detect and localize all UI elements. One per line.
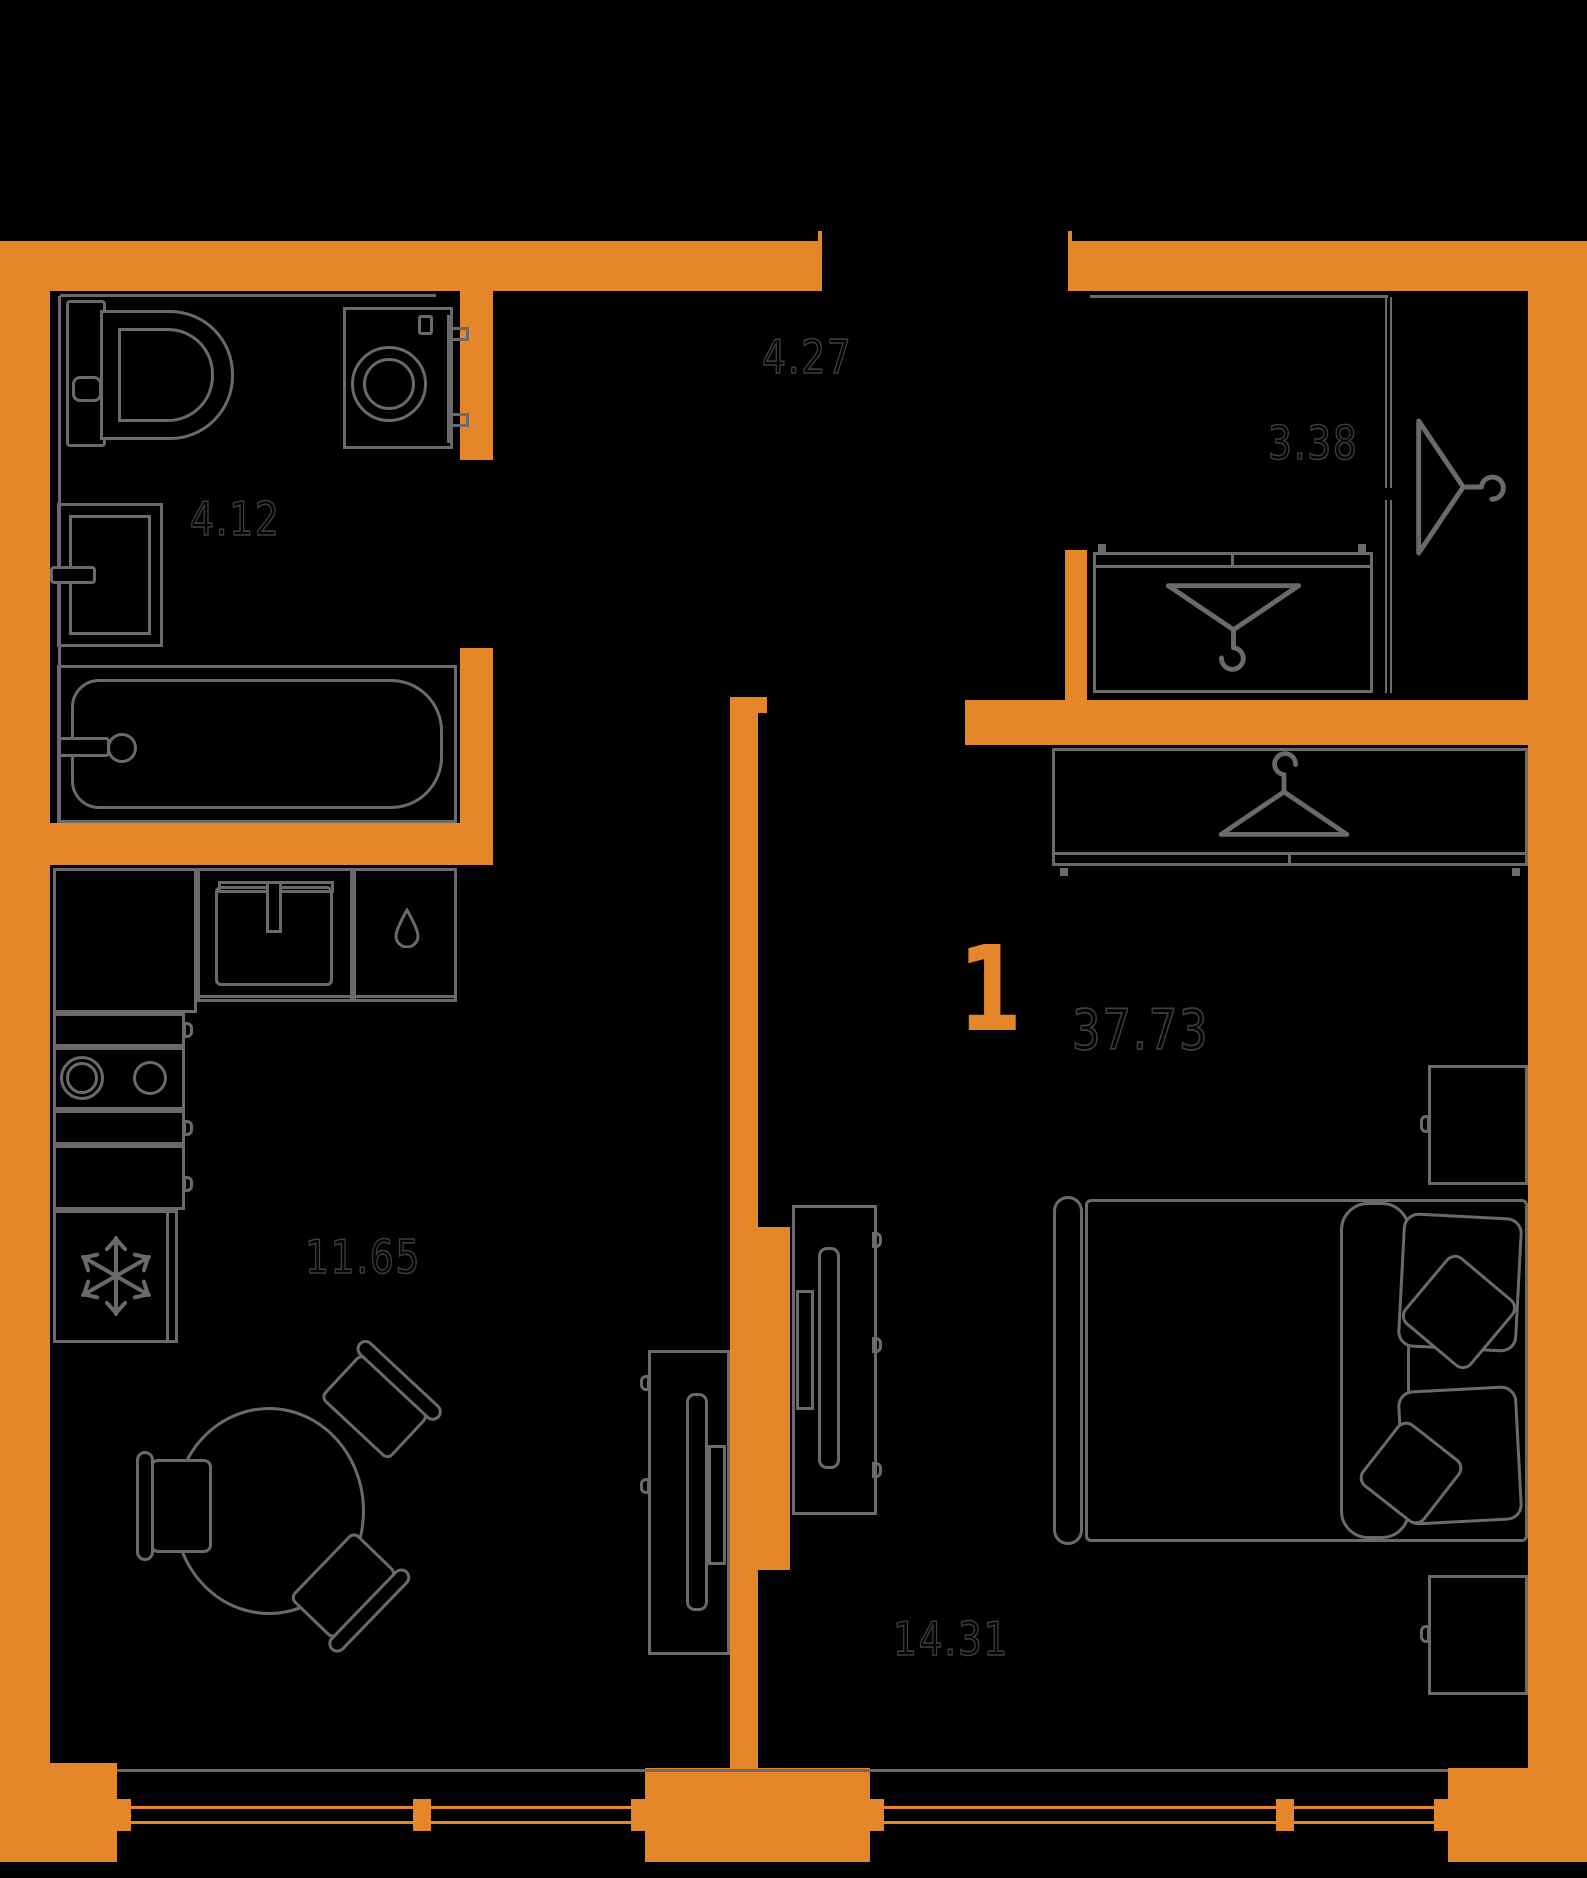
central-wall-top-cap	[730, 697, 767, 713]
nightstand-bottom-handle	[1420, 1625, 1430, 1643]
window-right-glass-line-outer	[870, 1806, 1448, 1809]
washing-machine-drum	[363, 358, 415, 410]
window-left-cap-a	[117, 1799, 131, 1831]
kitchen-tv-stand	[648, 1350, 730, 1655]
nightstand-top-handle	[1420, 1115, 1430, 1133]
cabinet-handle-1	[183, 1022, 193, 1038]
bedroom-tv-stand-handle-1	[872, 1232, 882, 1248]
bathroom-right-wall-upper	[460, 291, 493, 460]
closet-wardrobe-track-line	[1093, 565, 1373, 568]
bedroom-wardrobe-foot-left	[1060, 868, 1068, 876]
kitchen-sink-cabinet	[197, 868, 353, 1002]
bedroom-tv-bracket	[796, 1290, 814, 1410]
snowflake-icon	[81, 1236, 151, 1316]
entrance-door-jamb-right	[1068, 231, 1072, 291]
entrance-door-jamb-left	[818, 231, 822, 291]
closet-divider-break	[1383, 488, 1395, 500]
bedroom-tv-stand-handle-3	[872, 1462, 882, 1478]
kitchen-counter-cell-2	[53, 1110, 185, 1145]
washing-machine-tab-bottom	[447, 413, 469, 427]
toilet-bowl-inner	[118, 328, 214, 422]
cabinet-handle-3	[183, 1176, 193, 1192]
water-drop-icon	[394, 908, 420, 948]
window-right-mullion	[1276, 1799, 1294, 1831]
bed-footboard	[1053, 1196, 1083, 1545]
refrigerator-door-line	[166, 1213, 169, 1340]
kitchen-tv-screen	[686, 1393, 708, 1611]
bedroom-tv-stand-handle-2	[872, 1337, 882, 1353]
room-area-label-kitchen-living: 11.65	[304, 1229, 422, 1285]
top-wall-left	[0, 241, 822, 291]
bedroom-wardrobe-foot-right	[1512, 868, 1520, 876]
closet-wardrobe-center-tick	[1231, 552, 1234, 566]
hallway-bedroom-wall	[965, 700, 1528, 745]
bottom-wall-center-pier	[645, 1768, 870, 1862]
refrigerator	[53, 1210, 178, 1343]
central-wall-wide-section	[730, 1227, 790, 1570]
closet-inner-line-top	[1090, 295, 1388, 298]
window-right-glass-line-inner	[870, 1821, 1448, 1824]
stove-burner-large-inner	[66, 1062, 98, 1094]
window-left-glass-line-inner	[117, 1821, 645, 1824]
washing-machine-tab-top	[447, 327, 469, 341]
cabinet-handle-2	[183, 1120, 193, 1136]
room-area-label-hallway: 4.27	[761, 329, 853, 385]
kitchen-tv-stand-handle-2	[640, 1478, 650, 1494]
closet-wardrobe-foot-right	[1358, 544, 1366, 552]
vanity-sink-tap	[50, 566, 96, 584]
room-area-label-bathroom: 4.12	[189, 491, 281, 547]
unit-total-area-label: 37.73	[1071, 997, 1210, 1063]
bathtub-drain	[107, 733, 137, 763]
kitchen-tv-bracket	[708, 1445, 726, 1565]
window-right-cap-b	[1434, 1799, 1448, 1831]
bathroom-right-wall-lower	[460, 648, 493, 823]
washing-machine	[343, 307, 453, 449]
washing-machine-door	[351, 346, 427, 422]
left-wall	[0, 241, 50, 1862]
bedroom-tv-screen	[818, 1247, 840, 1469]
stove-burner-small	[133, 1061, 167, 1095]
hanger-icon-closet-right	[1406, 405, 1516, 570]
kitchen-drop-cabinet	[353, 868, 457, 1002]
kitchen-counter-front-line	[197, 995, 457, 998]
bathtub-faucet	[58, 737, 110, 757]
room-area-label-bedroom: 14.31	[892, 1611, 1010, 1667]
kitchen-corner-cabinet	[53, 868, 197, 1013]
kitchen-tap-stem	[266, 881, 282, 933]
bedroom-tv-stand	[792, 1205, 877, 1515]
hanger-icon-bedroom-up	[1205, 742, 1363, 847]
kitchen-counter-cell-1	[53, 1013, 185, 1047]
closet-stub-wall	[1065, 550, 1087, 745]
toilet-flush-button	[72, 376, 102, 402]
room-area-label-closet: 3.38	[1267, 415, 1359, 471]
bottom-wall-edge-line	[117, 1769, 1448, 1772]
kitchen-counter-cell-3	[53, 1145, 185, 1210]
stove-burner-large	[60, 1056, 104, 1100]
top-wall-right	[1070, 241, 1587, 291]
kitchen-stove	[53, 1047, 185, 1110]
unit-rooms-count: 1	[958, 920, 1023, 1058]
nightstand-bottom	[1428, 1575, 1528, 1695]
right-wall	[1528, 241, 1587, 1862]
bottom-wall-left-block	[0, 1763, 117, 1862]
closet-wardrobe-foot-left	[1098, 544, 1106, 552]
window-left-mullion	[413, 1799, 431, 1831]
kitchen-tv-stand-handle-1	[640, 1375, 650, 1391]
bottom-wall-right-block	[1448, 1768, 1587, 1862]
bathroom-bottom-wall	[50, 823, 493, 865]
window-left-cap-b	[631, 1799, 645, 1831]
bed-head-band	[1340, 1202, 1410, 1539]
washing-machine-back-line	[447, 315, 450, 443]
washing-machine-drawer	[418, 315, 433, 335]
dining-chair-left	[136, 1451, 216, 1561]
window-left-glass-line-outer	[117, 1806, 645, 1809]
nightstand-top	[1428, 1065, 1528, 1185]
bedroom-wardrobe-center-tick	[1288, 852, 1291, 866]
window-right-cap-a	[870, 1799, 884, 1831]
hanger-icon-closet-down	[1152, 572, 1315, 682]
bathroom-inner-line-top	[60, 294, 436, 297]
bedroom-door-jamb	[763, 697, 767, 713]
